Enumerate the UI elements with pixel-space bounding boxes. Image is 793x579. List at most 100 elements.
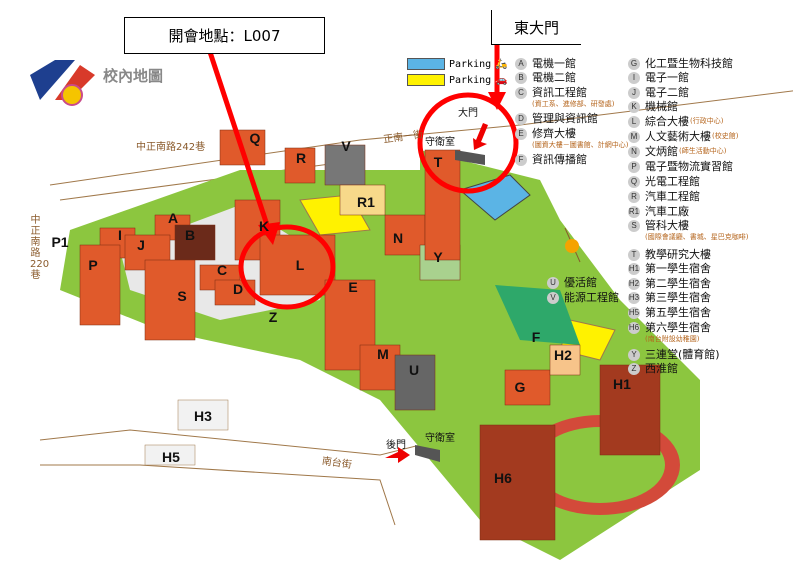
main-gate-arrow	[473, 123, 488, 150]
legend-item-P: P 電子暨物流實習館	[628, 160, 733, 173]
legend-name: 電子二館	[645, 86, 689, 99]
legend-name: 汽車工廠	[645, 205, 689, 218]
building-q[interactable]: Q	[249, 130, 261, 146]
legend-code: H5	[628, 306, 640, 319]
legend-item-I: I 電子一館	[628, 71, 689, 84]
building-h2[interactable]: H2	[554, 347, 572, 363]
legend-name: 修齊大樓	[532, 127, 576, 140]
legend-name: 電子一館	[645, 71, 689, 84]
building-p1[interactable]: P1	[51, 234, 69, 250]
legend-code: H6	[628, 321, 640, 334]
legend-name: 電機二館	[532, 71, 576, 84]
building-c[interactable]: C	[216, 262, 228, 278]
building-r1[interactable]: R1	[357, 194, 375, 210]
legend-name: 電子暨物流實習館	[645, 160, 733, 173]
legend-name: 資訊工程館	[532, 86, 587, 99]
legend-note: (國際會議廳、書城、星巴克咖啡)	[645, 233, 749, 241]
building-i[interactable]: I	[118, 227, 122, 243]
legend-item-J: J 電子二館	[628, 86, 689, 99]
legend-name: 西淮館	[645, 362, 678, 375]
logo	[30, 60, 95, 106]
building-h1[interactable]: H1	[613, 376, 631, 392]
parking-blue	[458, 174, 531, 221]
legend-name: 電機一館	[532, 57, 576, 70]
legend-item-N: N 文炳館(師生活動中心)	[628, 145, 726, 158]
building-g[interactable]: G	[514, 379, 526, 395]
building-f[interactable]: F	[531, 329, 541, 345]
legend-note: (師生活動中心)	[679, 147, 727, 155]
legend-item-T: T 教學研究大樓	[628, 248, 711, 261]
main-gate-label: 大門	[458, 108, 478, 119]
legend-note: (校史館)	[712, 132, 739, 140]
road-label-lane220: 中正南路220巷	[30, 215, 50, 281]
east-gate-circle	[417, 92, 519, 194]
building-b[interactable]: B	[184, 227, 196, 243]
back-gate-arrow	[385, 447, 410, 463]
building-m[interactable]: M	[377, 346, 389, 362]
legend-code: S	[628, 219, 640, 232]
legend-item-A: A 電機一館	[515, 57, 576, 70]
legend-code: Q	[628, 175, 640, 188]
building-l[interactable]: L	[295, 257, 305, 273]
legend-name: 光電工程館	[645, 175, 700, 188]
meeting-arrow	[207, 51, 271, 229]
legend-name: 機械館	[645, 100, 678, 113]
main-guard-label: 守衛室	[425, 137, 455, 148]
building-y[interactable]: Y	[433, 249, 443, 265]
building-s[interactable]: S	[177, 288, 187, 304]
legend-code: P	[628, 160, 640, 173]
legend-code: Z	[628, 362, 640, 375]
building-h5[interactable]: H5	[162, 449, 180, 465]
legend-code: I	[628, 71, 640, 84]
building-u[interactable]: U	[408, 362, 420, 378]
legend-code: R1	[628, 205, 640, 218]
building-t[interactable]: T	[433, 154, 443, 170]
car-icon: 🚗	[495, 74, 508, 86]
building-r[interactable]: R	[295, 150, 307, 166]
road-label-lane242: 中正南路242巷	[136, 142, 206, 153]
legend-item-R1: R1 汽車工廠	[628, 205, 689, 218]
building-e[interactable]: E	[348, 279, 358, 295]
legend-name: 管科大樓	[645, 219, 689, 232]
building-v[interactable]: V	[341, 138, 351, 154]
legend-name: 教學研究大樓	[645, 248, 711, 261]
legend-code: A	[515, 57, 527, 70]
building-h3[interactable]: H3	[194, 408, 212, 424]
legend-note: (南台附設幼稚園)	[645, 335, 700, 343]
building-h6[interactable]: H6	[494, 470, 512, 486]
building-d[interactable]: D	[232, 281, 244, 297]
legend-name: 文炳館	[645, 145, 678, 158]
building-a[interactable]: A	[167, 210, 179, 226]
legend-code: N	[628, 145, 640, 158]
legend-code: J	[628, 86, 640, 99]
back-guard-label: 守衛室	[425, 433, 455, 444]
legend-code: T	[628, 248, 640, 261]
building-z[interactable]: Z	[268, 309, 278, 325]
legend-code: E	[515, 127, 527, 140]
legend-code: V	[547, 291, 559, 304]
legend-code: Y	[628, 348, 640, 361]
legend-name: 汽車工程館	[645, 190, 700, 203]
courts	[495, 285, 580, 345]
building-p[interactable]: P	[88, 257, 98, 273]
legend-code: M	[628, 130, 640, 143]
legend-item-E: E 修齊大樓	[515, 127, 576, 140]
legend-item-S: S 管科大樓	[628, 219, 689, 232]
legend-code: R	[628, 190, 640, 203]
building-n[interactable]: N	[392, 230, 404, 246]
legend-name: 能源工程館	[564, 291, 619, 304]
building-j[interactable]: J	[137, 237, 145, 253]
road-outline	[40, 464, 396, 526]
back-gate-icon	[415, 445, 440, 462]
legend-name: 人文藝術大樓	[645, 130, 711, 143]
building-k[interactable]: K	[258, 218, 270, 234]
